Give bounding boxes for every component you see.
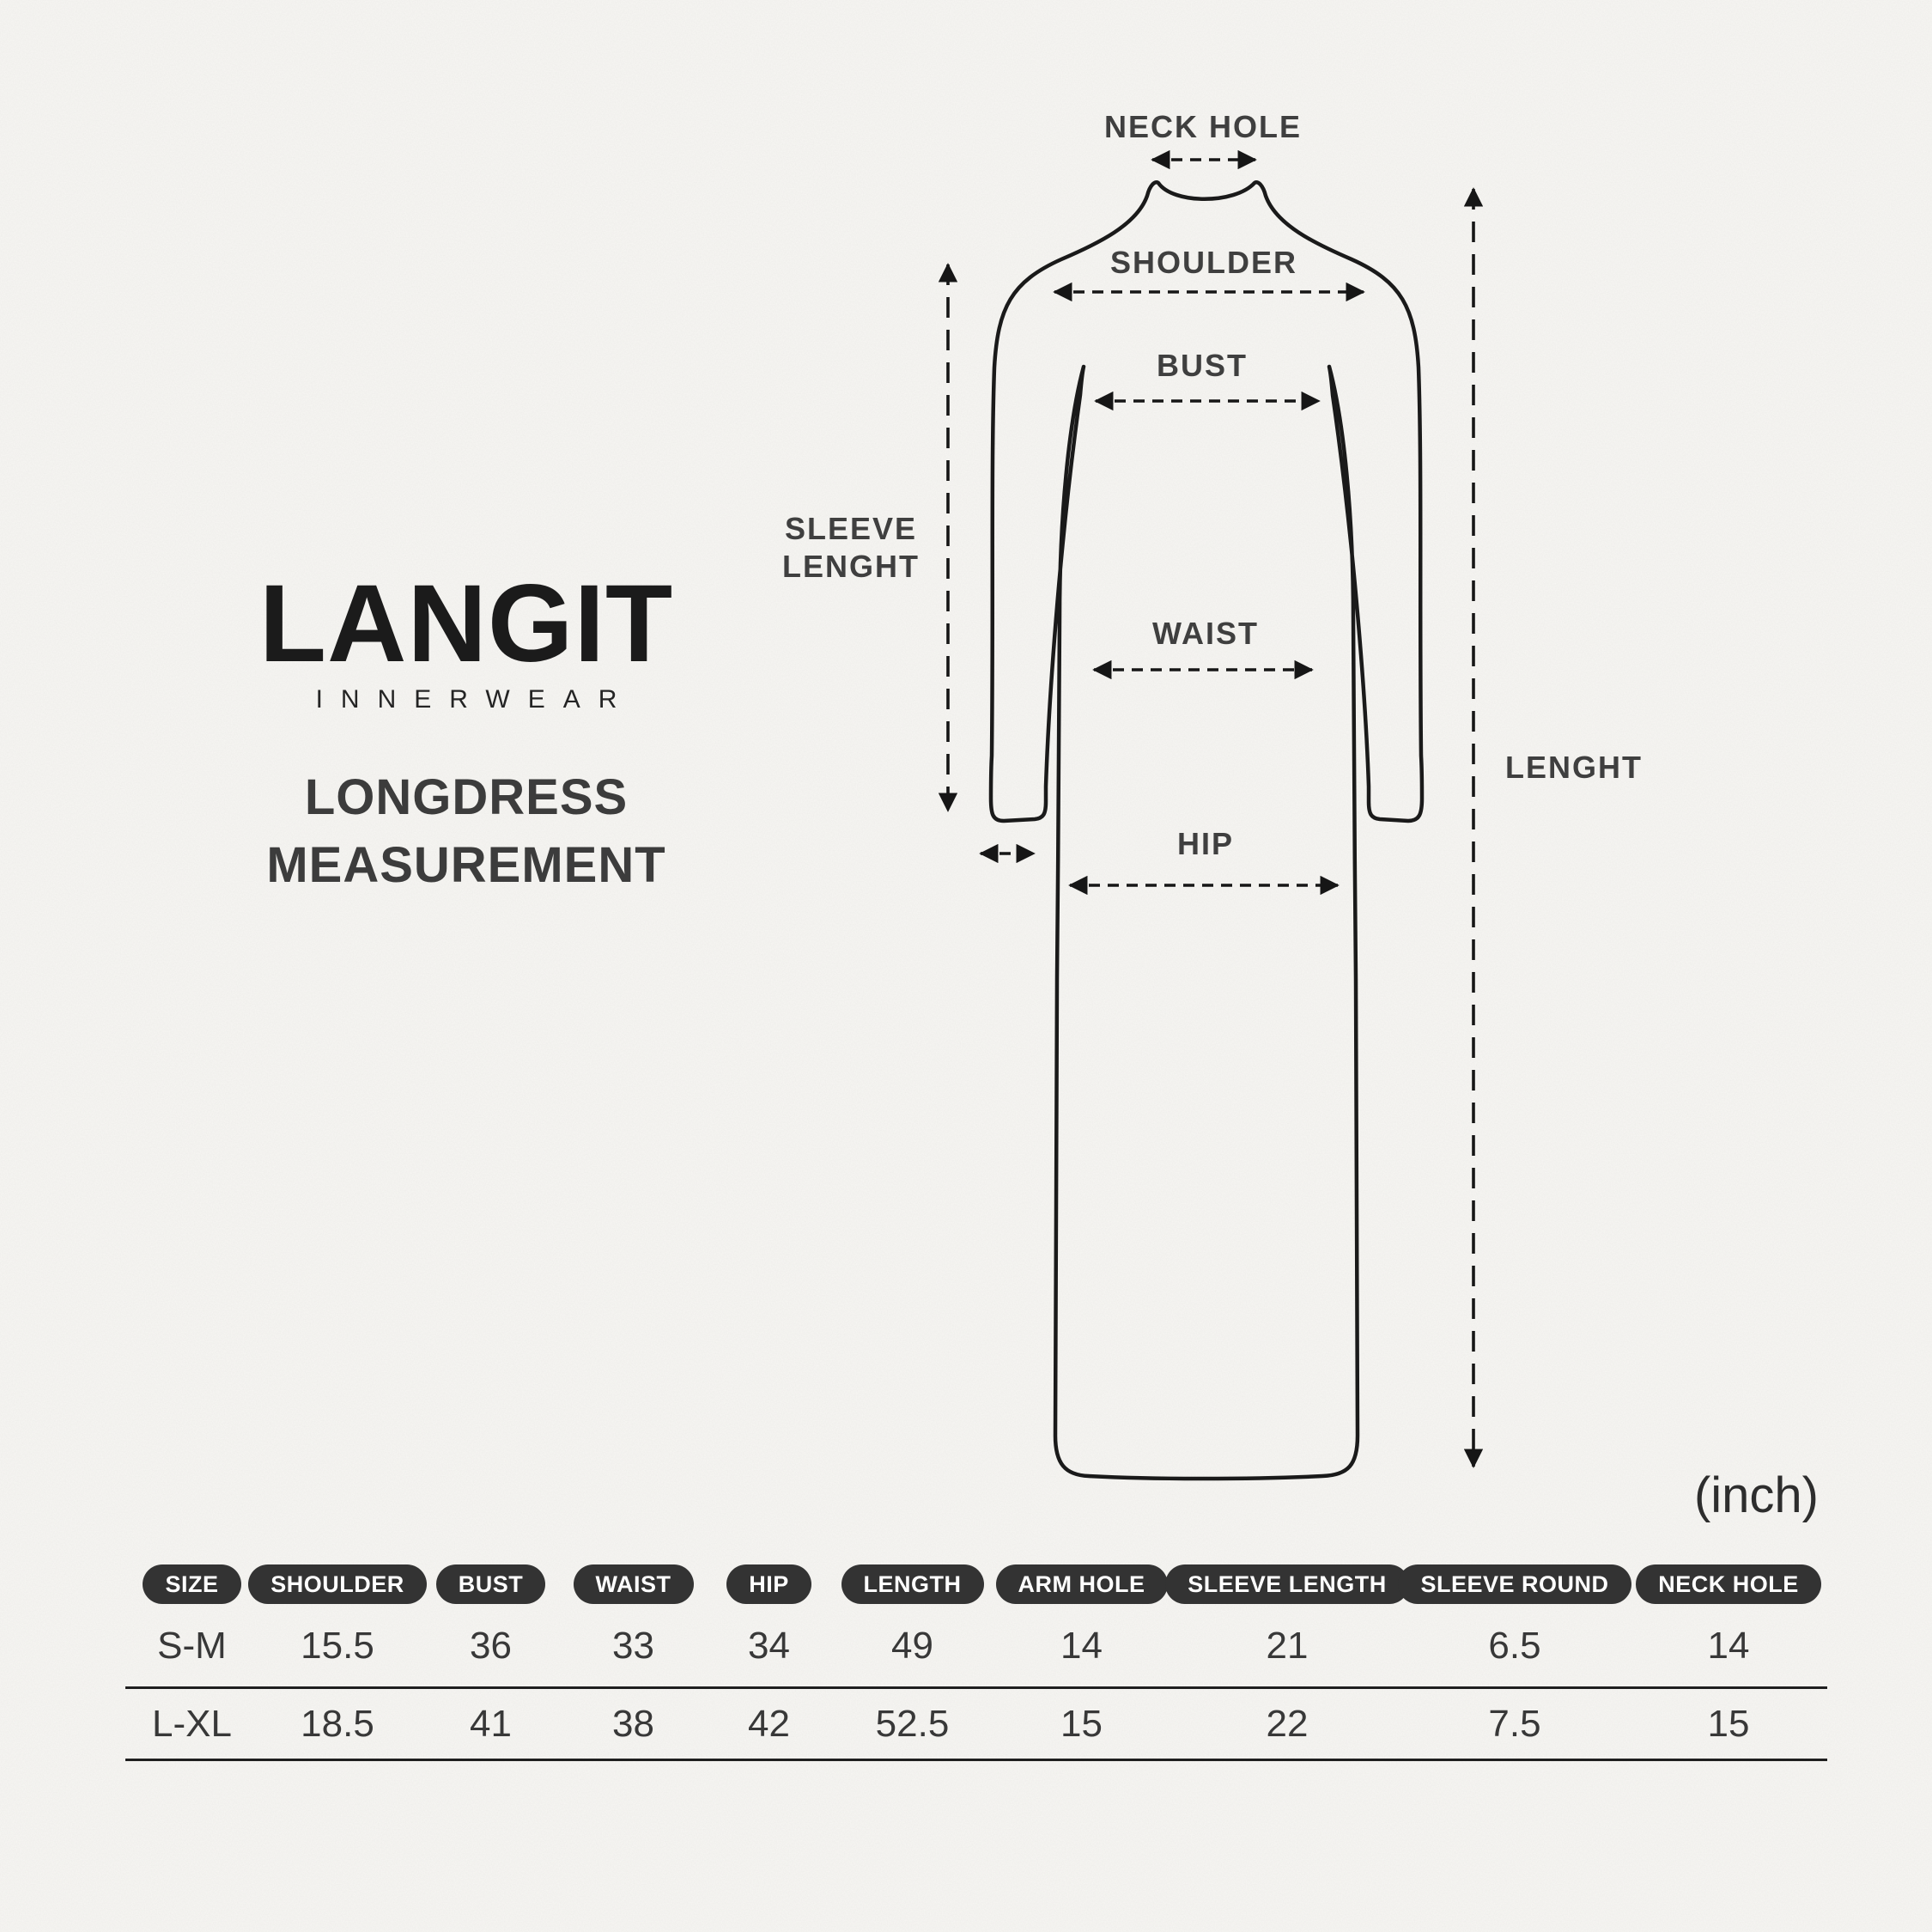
sleeve-length-label-line1: SLEEVE bbox=[785, 511, 917, 546]
column-pill-bust: BUST bbox=[435, 1564, 546, 1604]
table-cell: 38 bbox=[612, 1702, 654, 1745]
brand-logo: LANGIT bbox=[258, 562, 674, 685]
neck-hole-label: NECK HOLE bbox=[1104, 109, 1302, 144]
size-table: SIZE SHOULDER BUST WAIST HIP LENGTH ARM … bbox=[125, 1564, 1827, 1761]
table-cell: 41 bbox=[470, 1702, 512, 1745]
dress-measurement-diagram: NECK HOLE SHOULDER BUST SLEEVE LENGHT WA… bbox=[782, 109, 1643, 1481]
table-cell: 22 bbox=[1266, 1702, 1309, 1745]
product-title-line2: MEASUREMENT bbox=[266, 837, 666, 894]
logo-block: LANGIT INNERWEAR LONGDRESS MEASUREMENT bbox=[243, 562, 690, 900]
table-cell: 15 bbox=[1060, 1702, 1103, 1745]
table-header-row: SIZE SHOULDER BUST WAIST HIP LENGTH ARM … bbox=[125, 1564, 1827, 1604]
table-cell: 14 bbox=[1707, 1625, 1750, 1667]
table-row-lxl: L-XL 18.5 41 38 42 52.5 15 22 7.5 15 bbox=[125, 1689, 1827, 1761]
column-pill-neck-hole: NECK HOLE bbox=[1636, 1564, 1821, 1604]
column-pill-length: LENGTH bbox=[841, 1564, 984, 1604]
bust-label: BUST bbox=[1157, 348, 1248, 383]
table-cell: 42 bbox=[748, 1702, 790, 1745]
column-pill-sleeve-round: SLEEVE ROUND bbox=[1398, 1564, 1631, 1604]
table-cell: 52.5 bbox=[875, 1702, 950, 1745]
unit-note: (inch) bbox=[1693, 1467, 1819, 1523]
row-size-label: S-M bbox=[157, 1625, 227, 1667]
length-label: LENGHT bbox=[1505, 750, 1643, 785]
table-cell: 15.5 bbox=[301, 1625, 374, 1667]
table-row-sm: S-M 15.5 36 33 34 49 14 21 6.5 14 bbox=[125, 1604, 1827, 1689]
row-size-label: L-XL bbox=[152, 1702, 232, 1745]
table-cell: 15 bbox=[1707, 1702, 1750, 1745]
table-cell: 7.5 bbox=[1488, 1702, 1541, 1745]
column-pill-sleeve-length: SLEEVE LENGTH bbox=[1165, 1564, 1409, 1604]
hip-label: HIP bbox=[1177, 826, 1234, 861]
table-cell: 18.5 bbox=[301, 1702, 374, 1745]
column-pill-arm-hole: ARM HOLE bbox=[995, 1564, 1168, 1604]
waist-label: WAIST bbox=[1152, 616, 1259, 651]
product-title-line1: LONGDRESS bbox=[304, 769, 629, 826]
table-cell: 14 bbox=[1060, 1625, 1103, 1667]
table-cell: 6.5 bbox=[1488, 1625, 1541, 1667]
column-pill-shoulder: SHOULDER bbox=[248, 1564, 427, 1604]
product-title: LONGDRESS MEASUREMENT bbox=[243, 764, 690, 900]
table-cell: 33 bbox=[612, 1625, 654, 1667]
table-cell: 36 bbox=[470, 1625, 512, 1667]
brand-subtitle: INNERWEAR bbox=[315, 685, 635, 714]
column-pill-waist: WAIST bbox=[573, 1564, 694, 1604]
sleeve-length-label-line2: LENGHT bbox=[782, 549, 920, 584]
column-pill-hip: HIP bbox=[726, 1564, 811, 1604]
column-pill-size: SIZE bbox=[143, 1564, 241, 1604]
table-cell: 21 bbox=[1266, 1625, 1309, 1667]
table-cell: 49 bbox=[891, 1625, 933, 1667]
shoulder-label: SHOULDER bbox=[1110, 245, 1297, 280]
table-cell: 34 bbox=[748, 1625, 790, 1667]
